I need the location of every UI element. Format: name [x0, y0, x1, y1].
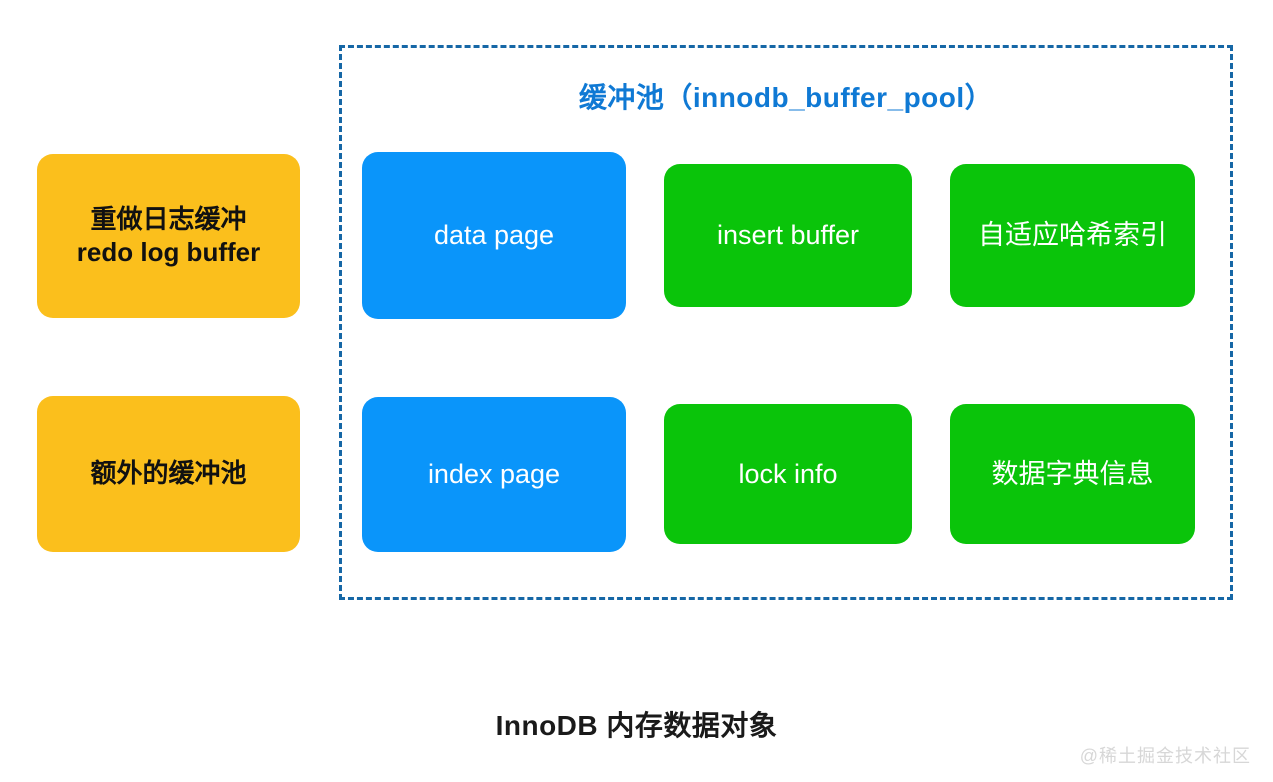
- watermark: @稀土掘金技术社区: [1079, 746, 1251, 766]
- buffer-pool-container: [339, 45, 1233, 600]
- box-data-page-label: data page: [433, 220, 555, 251]
- box-adaptive-hash-index: 自适应哈希索引: [950, 164, 1195, 307]
- box-lock-info-label: lock info: [738, 458, 838, 489]
- buffer-pool-title: 缓冲池（innodb_buffer_pool）: [578, 82, 994, 113]
- diagram-caption: InnoDB 内存数据对象: [495, 710, 778, 741]
- box-insert-buffer: insert buffer: [664, 164, 912, 307]
- box-redo-log-buffer-label: 重做日志缓冲 redo log buffer: [76, 203, 261, 267]
- box-redo-log-buffer: 重做日志缓冲 redo log buffer: [37, 154, 300, 318]
- box-index-page: index page: [362, 397, 626, 552]
- box-data-dictionary-info-label: 数据字典信息: [991, 458, 1154, 489]
- box-lock-info: lock info: [664, 404, 912, 544]
- box-additional-buffer-pool: 额外的缓冲池: [37, 396, 300, 552]
- box-insert-buffer-label: insert buffer: [716, 220, 860, 251]
- box-adaptive-hash-index-label: 自适应哈希索引: [978, 220, 1167, 251]
- box-index-page-label: index page: [427, 459, 561, 490]
- box-data-dictionary-info: 数据字典信息: [950, 404, 1195, 544]
- box-data-page: data page: [362, 152, 626, 319]
- box-additional-buffer-pool-label: 额外的缓冲池: [90, 458, 247, 489]
